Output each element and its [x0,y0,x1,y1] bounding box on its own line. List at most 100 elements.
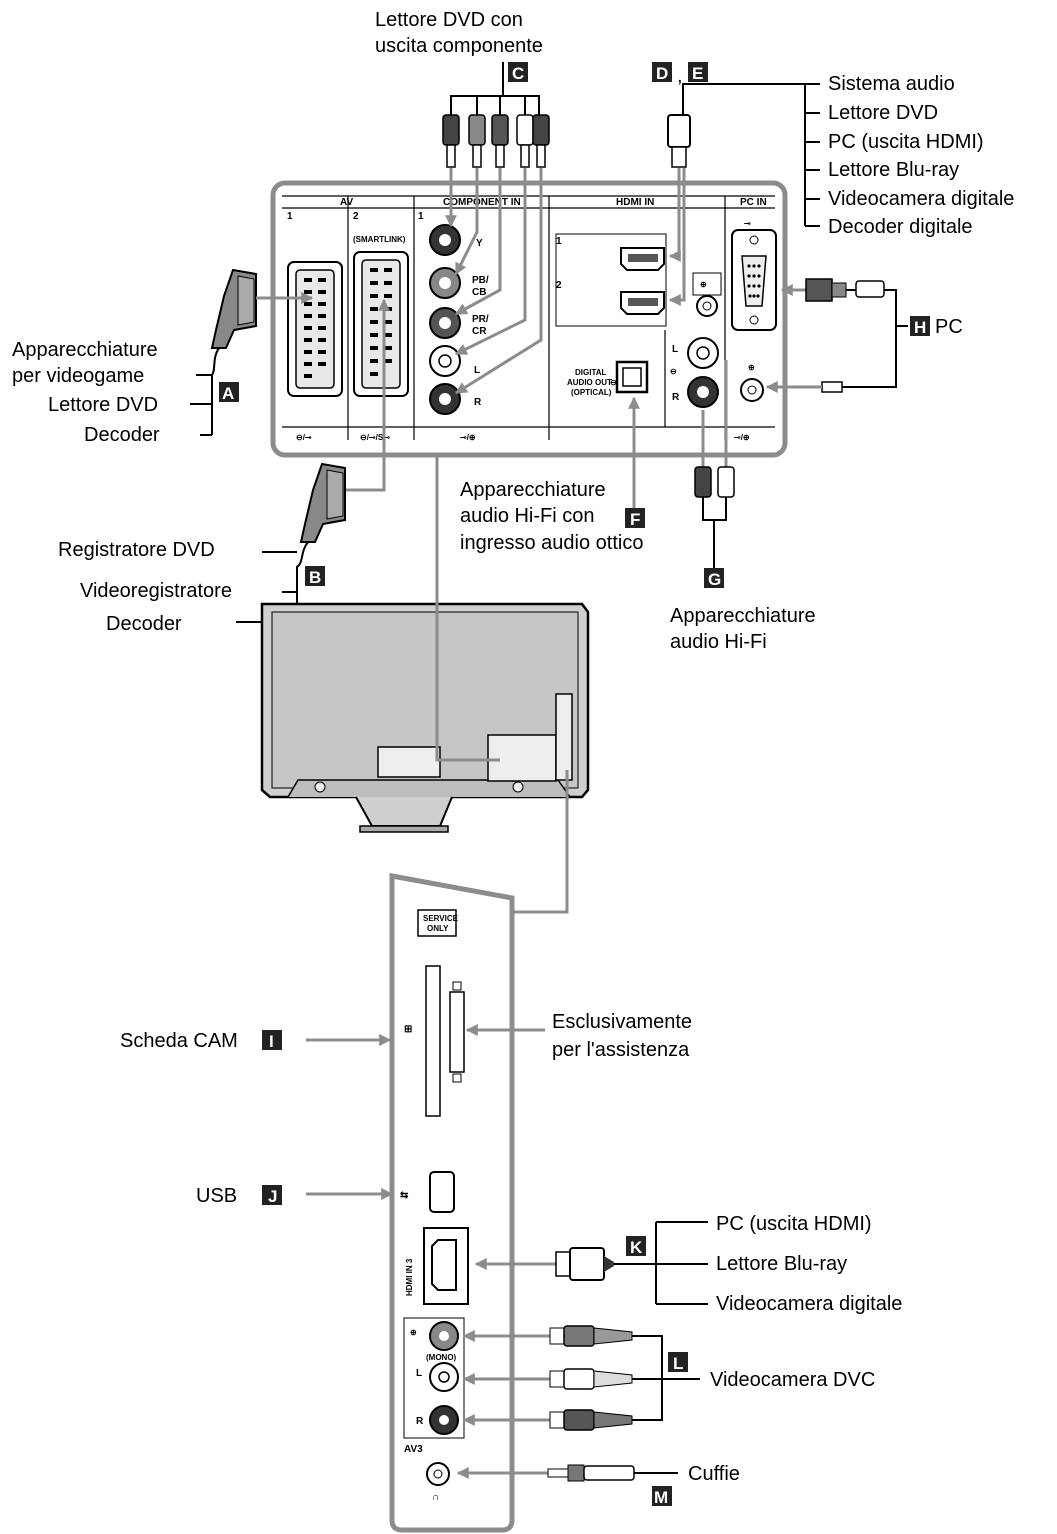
smartlink-label: (SMARTLINK) [353,235,406,244]
scart-plug-a [210,268,314,435]
av3-audio-jack-r[interactable] [429,1405,459,1435]
de-item-6: Decoder digitale [828,216,973,238]
component-l-label: L [474,365,480,376]
component-pb-label: PB/ [472,275,489,286]
de-item-1: Sistema audio [828,73,955,95]
badge-l: L [668,1352,688,1373]
vga-pc-input[interactable] [731,229,777,331]
f-line-3: ingresso audio ottico [460,532,643,554]
service-caption-line1: Esclusivamente [552,1011,692,1033]
svg-text:C: C [512,64,524,83]
pc-audio-symbol: ⊕ [748,363,755,372]
dvc-label: Videocamera DVC [710,1369,875,1391]
g-line-1: Apparecchiature [670,605,816,627]
av3-audio-jack-l[interactable] [429,1362,459,1392]
audio-out-symbol: ⊖ [670,367,677,376]
audio-out-jack-l[interactable] [687,337,719,369]
svg-text:H: H [914,318,926,337]
vga-cable [765,278,908,393]
av3-l-label: L [416,1368,422,1379]
svg-text:J: J [268,1187,277,1206]
service-only-line1: SERVICE [423,914,459,923]
pc-label: PC [935,316,963,338]
scart-plug-b [296,298,390,622]
b-item-1: Registratore DVD [58,539,215,561]
audio-out-cable [694,360,735,568]
av3-video-jack[interactable] [429,1321,459,1351]
component-cb-label: CB [472,287,486,298]
component-jack-pr[interactable] [429,307,461,339]
optical-out-symbol: ⊖ [610,378,617,387]
headphones-label: Cuffie [688,1463,740,1485]
av-1-label: 1 [287,211,293,222]
digital-audio-out-line2: AUDIO OUT [567,378,612,387]
badge-b: B [305,566,325,587]
badge-f: F [625,508,645,529]
service-caption-line2: per l'assistenza [552,1039,690,1061]
svg-text:G: G [708,570,721,589]
service-slot[interactable] [449,991,465,1073]
f-line-1: Apparecchiature [460,479,606,501]
hdmi-port-2[interactable] [620,291,665,315]
pc-rgb-symbol: ⊸ [744,219,751,228]
a-item-4: Decoder [84,424,160,446]
a-item-1: Apparecchiature [12,339,158,361]
hdmi-port-1[interactable] [620,247,665,271]
hdmi-port-3[interactable] [423,1227,469,1305]
svg-text:A: A [222,384,234,403]
hdmi-2-label: 2 [556,280,562,291]
b-item-3: Decoder [106,613,182,635]
svg-text:I: I [269,1032,274,1051]
de-bracket [804,83,820,227]
tv-to-side-link [512,770,569,914]
service-slot-top [452,981,462,991]
headphone-plug [456,1464,678,1482]
badge-j: J [262,1185,282,1206]
de-item-4: Lettore Blu-ray [828,159,959,181]
headphone-jack[interactable] [426,1462,450,1486]
component-dvd-caption-line1: Lettore DVD con [375,9,523,31]
usb-port[interactable] [429,1171,455,1213]
badge-h: H [910,316,930,337]
pc-audio-jack[interactable] [740,378,764,402]
component-r-label: R [474,397,482,408]
svg-text:E: E [692,64,703,83]
badge-d: D [652,62,672,83]
badge-i: I [262,1030,282,1051]
audio-out-jack-r[interactable] [687,376,719,408]
component-audio-jack-l[interactable] [429,345,461,377]
de-separator: , [677,65,683,87]
component-jack-pb[interactable] [429,267,461,299]
badge-g: G [704,568,724,589]
service-slot-bottom [452,1073,462,1083]
component-jack-y[interactable] [429,224,461,256]
scart-connector-av2[interactable] [353,251,409,397]
badge-e: E [688,62,708,83]
scart-connector-av1[interactable] [287,261,343,397]
component-audio-jack-r[interactable] [429,383,461,415]
cam-slot[interactable] [425,965,441,1117]
digital-audio-out-line1: DIGITAL [575,368,607,377]
hdmi-pc-audio-jack[interactable] [696,295,718,317]
svg-text:K: K [630,1238,643,1257]
a-item-2: per videogame [12,365,144,387]
audio-out-r-label: R [672,392,680,403]
component-dvd-caption-line2: uscita componente [375,35,543,57]
component-cr-label: CR [472,326,487,337]
usb-symbol: ⇆ [400,1190,409,1201]
component-cable [442,62,550,395]
hdmi-frame [555,233,667,327]
tv-rear-view [260,602,590,833]
k-item-3: Videocamera digitale [716,1293,902,1315]
hdmi-cable-de [667,83,805,306]
optical-audio-out-port[interactable] [615,360,649,394]
pc-bottom-symbol: ⊸/⊕ [734,433,750,442]
component-in-label: COMPONENT IN [443,197,521,208]
av3-label: AV3 [404,1444,423,1455]
k-bracket [655,1221,708,1305]
component-pr-label: PR/ [472,314,489,325]
rear-panel [270,180,788,458]
k-item-1: PC (uscita HDMI) [716,1213,872,1235]
av3-cable [462,1325,700,1431]
